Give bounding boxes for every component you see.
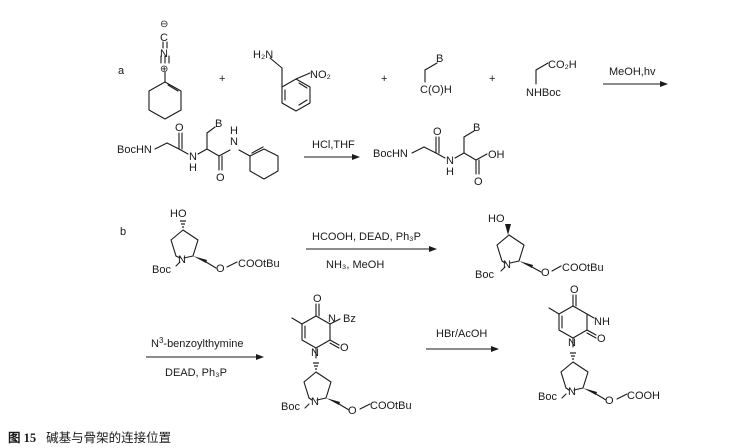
ether-o-product: O	[541, 267, 550, 279]
thymine-n-1: N	[311, 347, 319, 359]
boc-label-product: Boc	[475, 269, 494, 281]
final-thymine-n-1: N	[568, 337, 576, 349]
arrow-1-condition: MeOH,hv	[609, 66, 656, 78]
hydroxypyrrolidine-inverted: HO N Boc O COOtBu	[475, 213, 604, 281]
benzoyl-label: Bz	[343, 313, 356, 325]
nitrobenzylamine: H₂N NO₂	[253, 49, 331, 112]
isonitrile-nitrogen-label: N	[160, 48, 168, 60]
acid-amide-h: H	[446, 166, 454, 178]
plus-sign-2: +	[381, 73, 387, 85]
aldehyde-b-label: B	[436, 53, 443, 65]
figure-caption: 图 15 碱基与骨架的连接位置	[8, 427, 171, 446]
ugi-boc-label: BocHN	[117, 144, 152, 156]
acid-label-final: COOH	[627, 390, 660, 402]
ester-label-start: COOtBu	[238, 258, 280, 270]
thymine-o-2: O	[340, 342, 349, 354]
ester-label-bz: COOtBu	[370, 400, 412, 412]
thymine-o-4: O	[313, 293, 322, 305]
benzoyl-thymine-adduct: O N Bz O N N Boc O COOtBu	[281, 293, 412, 417]
panel-label-a: a	[118, 65, 125, 77]
arrow-3-condition-top: HCOOH, DEAD, Ph₃P	[312, 231, 421, 243]
acid-b-label: B	[473, 122, 480, 134]
thymine-n-3: N	[328, 313, 336, 325]
pyrrolidine-n-start: N	[178, 254, 186, 266]
pyrrolidine-n-product: N	[503, 259, 511, 271]
aldehyde-label: C(O)H	[420, 84, 452, 96]
figure-caption-text: 碱基与骨架的连接位置	[46, 431, 172, 445]
ugi-amide-h: H	[189, 162, 197, 174]
ho-label-start: HO	[170, 208, 187, 220]
reaction-arrow-5: HBr/AcOH	[426, 328, 499, 352]
plus-sign-3: +	[489, 73, 495, 85]
arrow-3-condition-bottom: NH₃, MeOH	[326, 259, 384, 271]
pyrrolidine-n-bz: N	[311, 396, 319, 408]
arrow-4-condition-top: N3-benzoylthymine	[151, 336, 244, 350]
ugi-ring-h: H	[230, 125, 238, 137]
arrow-2-condition: HCl,THF	[312, 139, 355, 151]
arrow-4-prefix: N	[151, 338, 159, 350]
ester-label-product: COOtBu	[562, 262, 604, 274]
glycine-nh-label: NHBoc	[526, 87, 561, 99]
final-thymine-nh: NH	[594, 316, 610, 328]
ugi-product: BocHN O N H B O N H	[117, 118, 279, 184]
acid-carbonyl-o-2: O	[474, 176, 483, 188]
boc-label-bz: Boc	[281, 401, 300, 413]
isonitrile-carbon-label: C	[160, 32, 168, 44]
figure-number: 图 15	[8, 431, 37, 445]
amine-label: H₂N	[253, 49, 273, 61]
arrow-4-superscript: 3	[159, 336, 164, 345]
arrow-5-condition: HBr/AcOH	[436, 328, 487, 340]
reaction-arrow-1: MeOH,hv	[603, 66, 668, 87]
ugi-carbonyl-o-1: O	[175, 122, 184, 134]
acid-product: BocHN O N H B O OH	[373, 122, 505, 188]
acid-carbonyl-o-1: O	[433, 126, 442, 138]
ether-o-final: O	[605, 395, 614, 407]
ugi-ring-n: N	[230, 136, 238, 148]
acid-oh-label: OH	[488, 149, 505, 161]
arrow-4-suffix: -benzoylthymine	[163, 338, 243, 350]
reaction-arrow-3: HCOOH, DEAD, Ph₃P NH₃, MeOH	[306, 231, 437, 271]
boc-label-start: Boc	[152, 264, 171, 276]
plus-sign-1: +	[219, 73, 225, 85]
arrow-4-condition-bottom: DEAD, Ph₃P	[165, 367, 227, 379]
pyrrolidine-n-final: N	[568, 386, 576, 398]
ugi-amide-n: N	[189, 151, 197, 163]
cyclohexenyl-isonitrile: ⊖ C N ⊕	[148, 19, 182, 120]
ugi-carbonyl-o-2: O	[216, 172, 225, 184]
final-thymine-o-4: O	[570, 284, 579, 296]
isonitrile-minus-charge: ⊖	[160, 19, 168, 30]
nitro-label: NO₂	[310, 69, 331, 81]
reaction-arrow-4: N3-benzoylthymine DEAD, Ph₃P	[146, 336, 264, 379]
isonitrile-plus-charge: ⊕	[160, 64, 168, 75]
final-thymine-o-2: O	[597, 333, 606, 345]
ether-o-start: O	[216, 263, 225, 275]
ugi-b-label: B	[215, 118, 222, 130]
base-aldehyde: B C(O)H	[420, 53, 452, 96]
reaction-arrow-2: HCl,THF	[304, 139, 360, 160]
ether-o-bz: O	[348, 405, 357, 417]
acid-amide-n: N	[446, 155, 454, 167]
acid-boc-label: BocHN	[373, 148, 408, 160]
glycine-acid-label: CO₂H	[548, 59, 577, 71]
boc-glycine: CO₂H NHBoc	[526, 59, 577, 99]
thymine-acid-product: O NH O N N Boc O COOH	[538, 284, 660, 407]
hydroxypyrrolidine-starting: HO N Boc O COOtBu	[152, 208, 280, 276]
ho-label-product: HO	[488, 213, 505, 225]
boc-label-final: Boc	[538, 391, 557, 403]
panel-label-b: b	[120, 226, 126, 238]
